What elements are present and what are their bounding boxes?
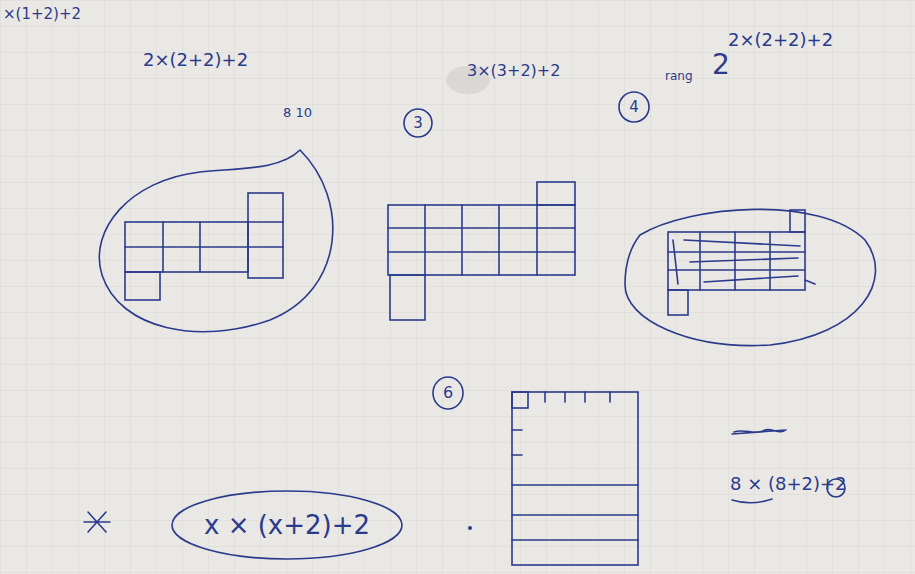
grid-figure (125, 193, 283, 300)
cross-mark (84, 512, 110, 532)
circled-figure (99, 150, 332, 332)
ellipse-stroke (433, 377, 463, 409)
dot (468, 526, 472, 530)
square-figure (512, 392, 638, 565)
grid-figure (388, 182, 575, 320)
ellipse-stroke (404, 109, 432, 137)
handwritten-note: 2 (712, 50, 730, 81)
handwritten-note: 8 10 (283, 106, 312, 120)
grid-figure (668, 210, 815, 315)
node-text: 4 (629, 99, 639, 116)
node-text: 6 (443, 384, 453, 402)
circled-number: 4 (619, 92, 649, 122)
handwritten-note: 2×(2+2)+2 (143, 50, 248, 70)
handwritten-note: 2×(2+2)+2 (728, 30, 833, 50)
handwritten-note: 8 × (8+2)+2 (730, 474, 847, 494)
circled-number: 3 (404, 109, 432, 137)
pen-stroke (732, 499, 772, 503)
circled-figure (625, 209, 876, 345)
node-text: 3 (413, 115, 423, 132)
handwritten-note: rang (665, 70, 693, 83)
scribble (732, 430, 786, 434)
handwritten-note: ×(1+2)+2 (3, 6, 81, 23)
circled-formula: x × (x+2)+2 (172, 491, 402, 559)
circled-number: 6 (433, 377, 463, 409)
ellipse-stroke (172, 491, 402, 559)
ellipse-stroke (619, 92, 649, 122)
handwritten-note: 3×(3+2)+2 (467, 62, 560, 80)
node-text: x × (x+2)+2 (204, 511, 370, 540)
